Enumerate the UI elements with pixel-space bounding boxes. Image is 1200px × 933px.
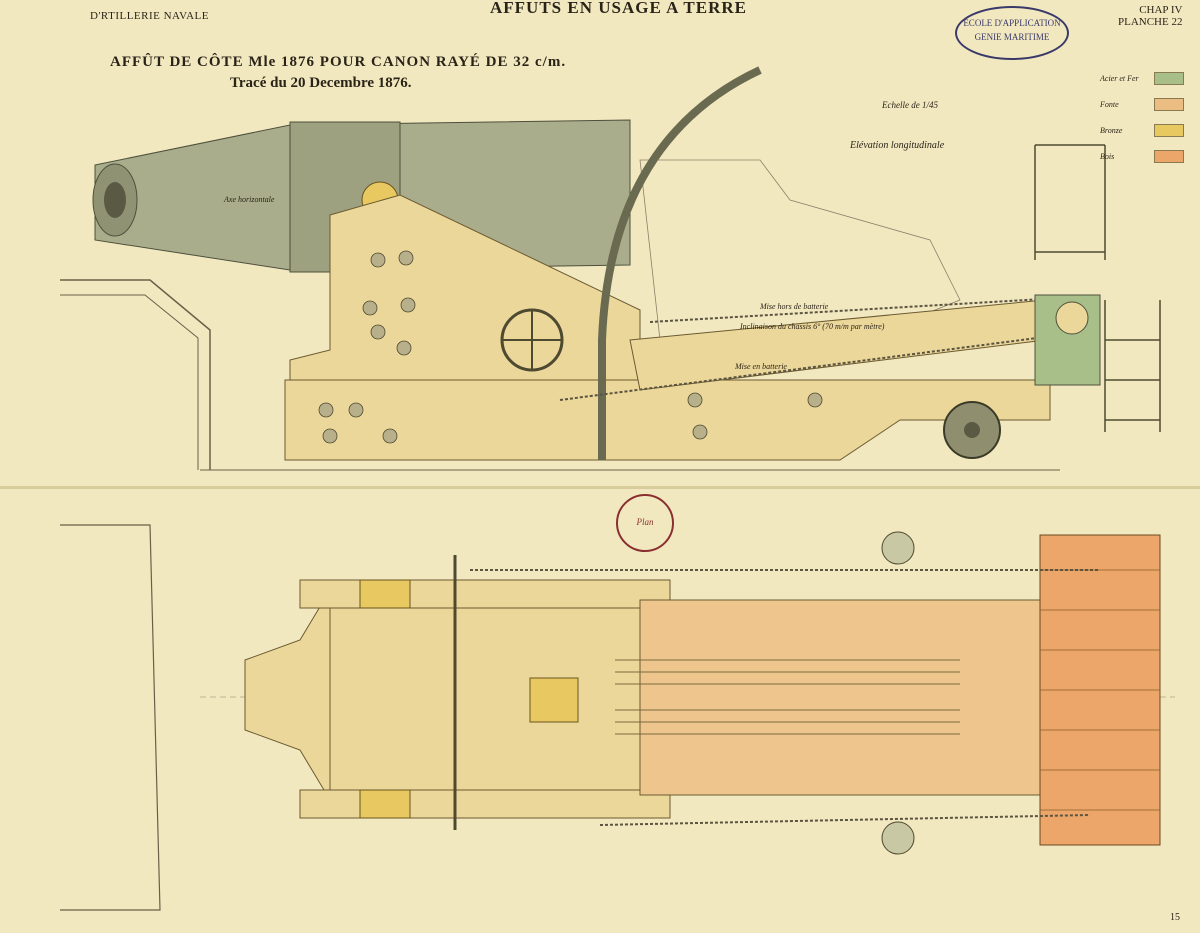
scale-label: Echelle de 1/45: [882, 100, 938, 110]
legend-label: Bronze: [1100, 126, 1123, 135]
plan-view: [60, 524, 1175, 911]
chapter-label: CHAP IV: [1139, 4, 1183, 16]
legend-swatch: [1154, 150, 1184, 163]
stamp-line-2: GENIE MARITIME: [974, 32, 1050, 42]
legend-label: Acier et Fer: [1100, 74, 1139, 83]
chapter-plate: CHAP IV PLANCHE 22: [1118, 4, 1182, 28]
rope-label-out: Mise hors de batterie: [760, 302, 829, 311]
plate-label: PLANCHE 22: [1118, 16, 1183, 28]
legend-label: Bois: [1100, 152, 1115, 161]
legend-label: Fonte: [1100, 100, 1119, 109]
axis-label: Axe horizontale: [224, 195, 275, 204]
legend-item: Bois: [1092, 148, 1192, 170]
page-number: 15: [1170, 912, 1180, 923]
legend-item: Acier et Fer: [1092, 70, 1192, 92]
drawing-title: AFFÛT DE CÔTE Mle 1876 POUR CANON RAYÉ D…: [110, 54, 567, 70]
incline-label: Inclinaison du chassis 6° (70 m/m par mè…: [740, 322, 885, 331]
legend-item: Bronze: [1092, 122, 1192, 144]
elevation-view: [60, 66, 1161, 471]
view-label: Elévation longitudinale: [850, 140, 945, 151]
color-legend: Acier et Fer Fonte Bronze Bois: [1092, 70, 1192, 170]
archive-stamp: Plan: [616, 494, 674, 552]
header-title: AFFUTS EN USAGE A TERRE: [490, 0, 747, 17]
legend-swatch: [1154, 124, 1184, 137]
school-stamp: ECOLE D'APPLICATION GENIE MARITIME: [955, 6, 1069, 60]
legend-swatch: [1154, 72, 1184, 85]
legend-swatch: [1154, 98, 1184, 111]
header-left-text: D'RTILLERIE NAVALE: [90, 10, 209, 22]
drawing-subtitle: Tracé du 20 Decembre 1876.: [230, 75, 412, 91]
rope-label-in: Mise en batterie: [735, 362, 787, 371]
legend-item: Fonte: [1092, 96, 1192, 118]
stamp-line-1: ECOLE D'APPLICATION: [963, 18, 1061, 28]
sheet-fold: [0, 486, 1200, 489]
